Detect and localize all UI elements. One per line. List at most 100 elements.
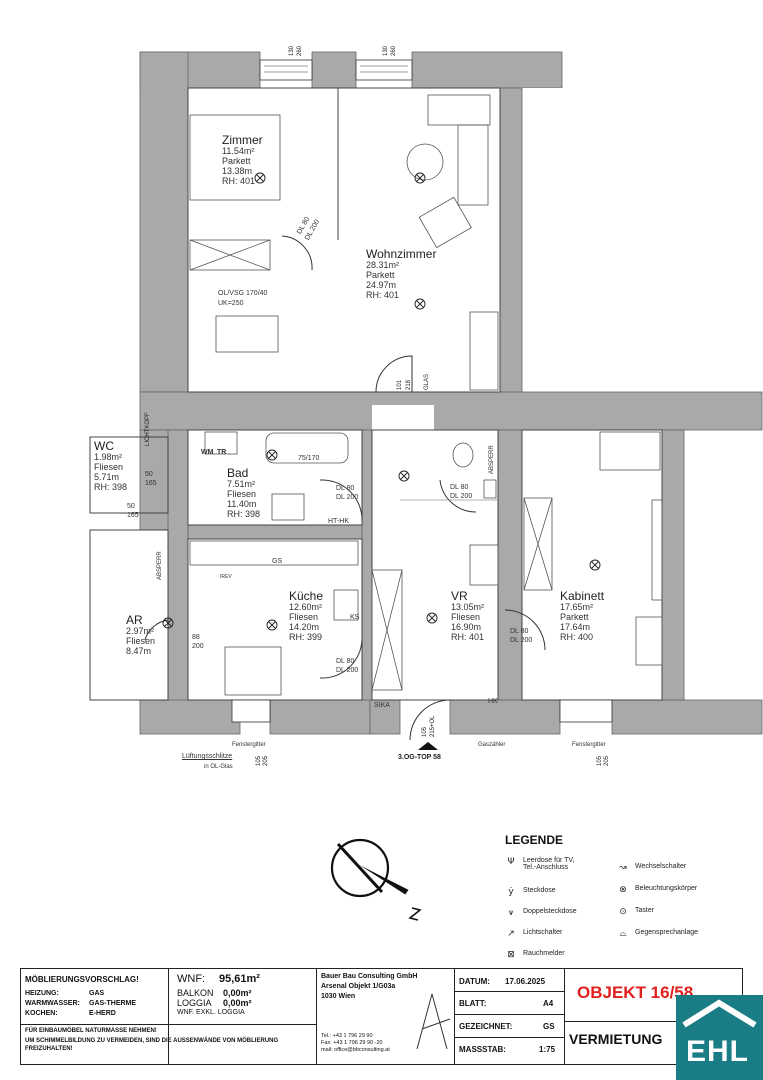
hotwater-value: GAS-THERME xyxy=(89,1000,137,1007)
note-2: UM SCHIMMELBILDUNG ZU VERMEIDEN, SIND DI… xyxy=(25,1038,279,1044)
room-kabinett: Kabinett 17.65m² Parkett 17.64m RH: 400 xyxy=(560,589,605,643)
legend-title: LEGENDE xyxy=(505,833,564,847)
legend-label: Lichtschalter xyxy=(523,929,563,936)
hotwater-key: WARMWASSER: xyxy=(25,1000,80,1007)
meta-section: DATUM: 17.06.2025 BLATT: A4 GEZEICHNET: … xyxy=(455,969,565,1064)
room-name: WC xyxy=(94,439,114,453)
door-wc3-b: 165 xyxy=(127,512,139,519)
entry-dim-a: 105 xyxy=(422,726,428,737)
company-fax: Fax: +43 1 796 29 90 -20 xyxy=(321,1040,383,1046)
room-area: 2.97m² xyxy=(126,626,155,637)
room-area: 17.65m² xyxy=(560,602,594,613)
legend-label: Steckdose xyxy=(523,887,556,894)
area-section: WNF: 95,61m² BALKON 0,00m² LOGGIA 0,00m²… xyxy=(169,969,317,1064)
room-height: RH: 398 xyxy=(227,508,261,519)
cooking-value: E-HERD xyxy=(89,1010,116,1017)
legend: LEGENDE Ψ Leerdose für TV,Tel.-Anschluss… xyxy=(505,833,745,968)
ehl-logo: EHL xyxy=(676,995,763,1080)
room-perimeter: 17.64m xyxy=(560,621,591,632)
legend-item-two-way: ↝ Wechselschalter xyxy=(617,863,686,873)
title-block: MÖBLIERUNGSVORSCHLAG! HEIZUNG: GAS WARMW… xyxy=(20,968,743,1065)
object-number: OBJEKT 16/58 xyxy=(577,983,694,1002)
room-kueche: Küche 12.60m² Fliesen 14.20m RH: 399 xyxy=(289,589,324,643)
door-ar-a: 88 xyxy=(192,634,200,641)
window-spec: OL/VSG 170/40 xyxy=(218,290,268,297)
entry-dim-b: 215+OL xyxy=(430,715,436,737)
room-floor: Parkett xyxy=(222,156,251,167)
fenstergitter-label-2: Fenstergitter xyxy=(572,742,606,748)
light-fixture-icon: ⊗ xyxy=(619,885,627,895)
unit-marker: 3.OG-TOP 58 xyxy=(398,754,441,761)
furnishing-title: MÖBLIERUNGSVORSCHLAG! xyxy=(25,975,139,984)
door-wc2-a: 50 xyxy=(145,471,153,478)
room-floor: Fliesen xyxy=(289,612,319,623)
door-wohn-dim-c: GLAS xyxy=(424,373,430,390)
room-perimeter: 14.20m xyxy=(289,621,320,632)
legend-label: Leerdose für TV, xyxy=(523,857,575,864)
legend-label: Wechselschalter xyxy=(635,863,687,870)
room-height: RH: 400 xyxy=(560,631,594,642)
tv-outlet-icon: Ψ xyxy=(507,857,515,867)
legend-item-smoke: ⊠ Rauchmelder xyxy=(505,950,565,960)
room-area: 7.51m² xyxy=(227,479,256,490)
window-dim-3b: 205 xyxy=(263,755,269,766)
room-vr: VR 13.05m² Fliesen 16.90m RH: 401 xyxy=(451,589,485,643)
drawn-by-key: GEZEICHNET: xyxy=(459,1022,513,1031)
legend-label: Rauchmelder xyxy=(523,950,565,957)
double-socket-icon: ⩛ xyxy=(508,908,514,918)
intercom-icon: ⌓ xyxy=(619,929,627,939)
wm-label: WM xyxy=(201,449,214,456)
legend-item-tv: Ψ Leerdose für TV,Tel.-Anschluss xyxy=(505,857,574,871)
room-ar: AR 2.97m² Fliesen 8.47m xyxy=(126,613,155,657)
room-perimeter: 24.97m xyxy=(366,279,397,290)
room-zimmer: Zimmer 11.54m² Parkett 13.38m RH: 401 xyxy=(222,133,263,187)
socket-icon: ẏ xyxy=(508,887,514,897)
door-ar-b: 200 xyxy=(192,643,204,650)
door-wohn-dim-a: 101 xyxy=(397,379,403,390)
walls xyxy=(139,51,763,735)
scale-key: MASSSTAB: xyxy=(459,1045,506,1054)
room-perimeter: 5.71m xyxy=(94,471,120,482)
company-tel: Tel.: +43 1 796 29 90 xyxy=(321,1033,373,1039)
company-name: Bauer Bau Consulting GmbH xyxy=(321,973,418,980)
room-height: RH: 401 xyxy=(451,631,485,642)
legend-item-double-socket: ⩛ Doppelsteckdose xyxy=(505,908,577,918)
window-dim-3a: 105 xyxy=(256,755,262,766)
room-name: Wohnzimmer xyxy=(366,247,437,261)
absperr-label-2: ABSPERR xyxy=(157,551,163,580)
heating-key: HEIZUNG: xyxy=(25,990,59,997)
scale-value: 1:75 xyxy=(539,1045,556,1054)
company-logo-icon xyxy=(416,993,451,1050)
gs-label: GS xyxy=(272,558,283,565)
legend-label: Beleuchtungskörper xyxy=(635,885,698,892)
door-kueche-h: DL 200 xyxy=(336,667,359,674)
company-address-2: 1030 Wien xyxy=(321,993,356,1000)
window-dim-4a: 105 xyxy=(597,755,603,766)
room-perimeter: 16.90m xyxy=(451,621,482,632)
room-floor: Fliesen xyxy=(94,462,124,473)
sheet-value: A4 xyxy=(543,999,554,1008)
room-name: Küche xyxy=(289,589,324,603)
door-kab-w: DL 80 xyxy=(510,628,529,635)
room-wohnzimmer: Wohnzimmer 28.31m² Parkett 24.97m RH: 40… xyxy=(366,247,437,301)
balcony-value: 0,00m² xyxy=(223,988,252,998)
room-area: 11.54m² xyxy=(222,146,255,157)
door-wc3-a: 50 xyxy=(127,503,135,510)
door-bad-w: DL 80 xyxy=(336,485,355,492)
room-area: 28.31m² xyxy=(366,260,400,271)
loggia-value: 0,00m² xyxy=(223,998,252,1008)
legend-item-intercom: ⌓ Gegensprechanlage xyxy=(617,929,698,939)
room-area: 12.60m² xyxy=(289,602,323,613)
door-kab-h: DL 200 xyxy=(510,637,533,644)
legend-label: Doppelsteckdose xyxy=(523,908,577,915)
room-height: RH: 401 xyxy=(366,289,400,300)
room-name: Kabinett xyxy=(560,589,605,603)
room-height: RH: 398 xyxy=(94,481,128,492)
door-kueche-w: DL 80 xyxy=(336,658,355,665)
room-name: Bad xyxy=(227,466,249,480)
room-perimeter: 11.40m xyxy=(227,498,257,509)
window-dim-2a: 130 xyxy=(383,45,389,56)
room-height: RH: 399 xyxy=(289,631,323,642)
wnf-key: WNF: xyxy=(177,973,206,985)
room-name: AR xyxy=(126,613,143,627)
